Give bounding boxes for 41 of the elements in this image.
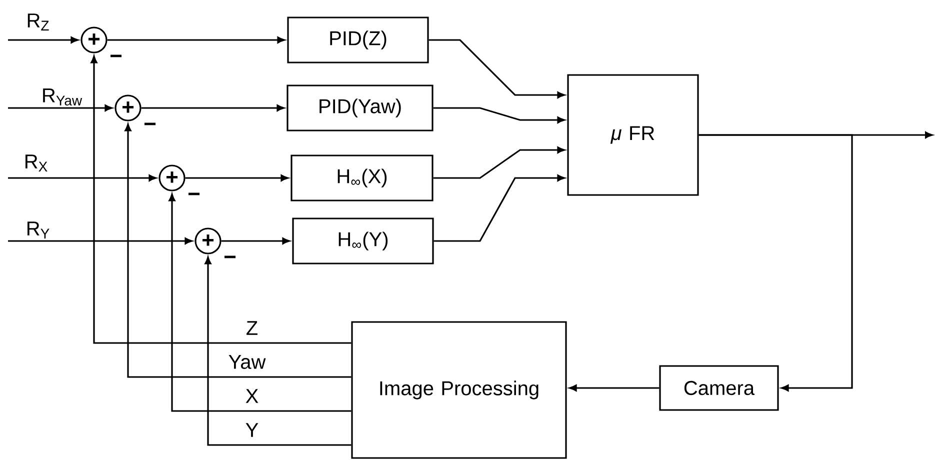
arrow <box>698 134 853 392</box>
edge-label: Yaw <box>227 354 267 370</box>
arrow <box>569 384 660 392</box>
minus-sign: − <box>188 192 200 196</box>
arrow <box>107 36 285 44</box>
edge-label: Z <box>244 320 260 336</box>
arrow <box>433 146 565 179</box>
block-box: PID(Z) <box>287 16 429 64</box>
block-box: μ FR <box>567 74 699 196</box>
summing-junction: + <box>194 228 222 254</box>
edge-label: R$_{X}$ <box>22 154 50 172</box>
summing-junction: + <box>114 94 142 122</box>
edge-label: R$_{Yaw}$ <box>40 88 84 106</box>
summing-junction: + <box>158 164 186 192</box>
edge-label: X <box>244 388 260 404</box>
arrow <box>428 39 565 98</box>
arrow <box>185 174 288 182</box>
arrow <box>8 174 156 182</box>
block-box: Image Processing <box>351 321 567 459</box>
block-box: Camera <box>659 365 779 411</box>
arrow <box>141 104 284 112</box>
edge-label: Y <box>244 422 260 438</box>
arrow <box>434 174 565 242</box>
arrow <box>204 256 352 446</box>
block-box: H$_{∞}$(X) <box>290 154 434 202</box>
block-box: PID(Yaw) <box>286 84 434 132</box>
arrow <box>221 238 290 244</box>
block-box: H$_{∞}$(Y) <box>292 218 434 264</box>
arrow <box>168 194 352 412</box>
minus-sign: − <box>144 122 156 126</box>
arrow <box>90 56 352 344</box>
summing-junction: + <box>80 26 108 54</box>
arrow <box>124 124 352 378</box>
minus-sign: − <box>110 54 122 58</box>
arrow <box>433 107 565 124</box>
arrow <box>8 104 112 112</box>
minus-sign: − <box>224 256 236 258</box>
edge-label: R$_{Z}$ <box>25 12 51 32</box>
arrow <box>8 238 192 244</box>
arrow <box>8 36 78 44</box>
edge-label: R$_{Y}$ <box>24 220 52 240</box>
